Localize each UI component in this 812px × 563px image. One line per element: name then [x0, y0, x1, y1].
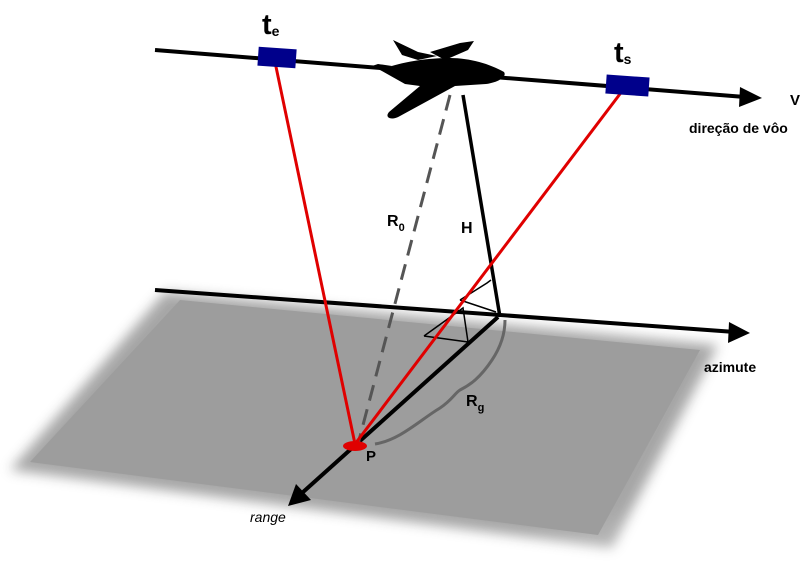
range-line [300, 315, 500, 495]
range-label: range [250, 509, 286, 525]
ground-range-brace [374, 319, 507, 446]
slant-range-label: R0 [387, 213, 405, 234]
target-point [343, 441, 367, 451]
azimuth-line [154, 288, 736, 334]
height-line [461, 94, 502, 318]
right-angle-marker-upper-b [459, 299, 497, 313]
antenna-te [257, 46, 297, 69]
azimuth-label: azimute [704, 359, 756, 375]
ground-range-label: Rg [466, 393, 484, 414]
slant-range-dashed-line [356, 94, 452, 445]
azimuth-arrowhead [728, 322, 750, 343]
te-label: te [262, 9, 280, 41]
height-label: H [461, 220, 473, 237]
ray-ts [353, 85, 628, 445]
airplane-icon [372, 40, 505, 119]
antenna-ts [605, 74, 650, 97]
flight-direction-label: direção de vôo [689, 120, 788, 136]
ray-te [273, 61, 357, 445]
ts-label: ts [614, 37, 632, 69]
range-arrowhead [288, 484, 311, 506]
right-angle-marker-lower [423, 306, 469, 343]
flight-direction-arrowhead [739, 87, 762, 107]
point-label: P [366, 448, 376, 465]
velocity-label: V [790, 92, 800, 109]
